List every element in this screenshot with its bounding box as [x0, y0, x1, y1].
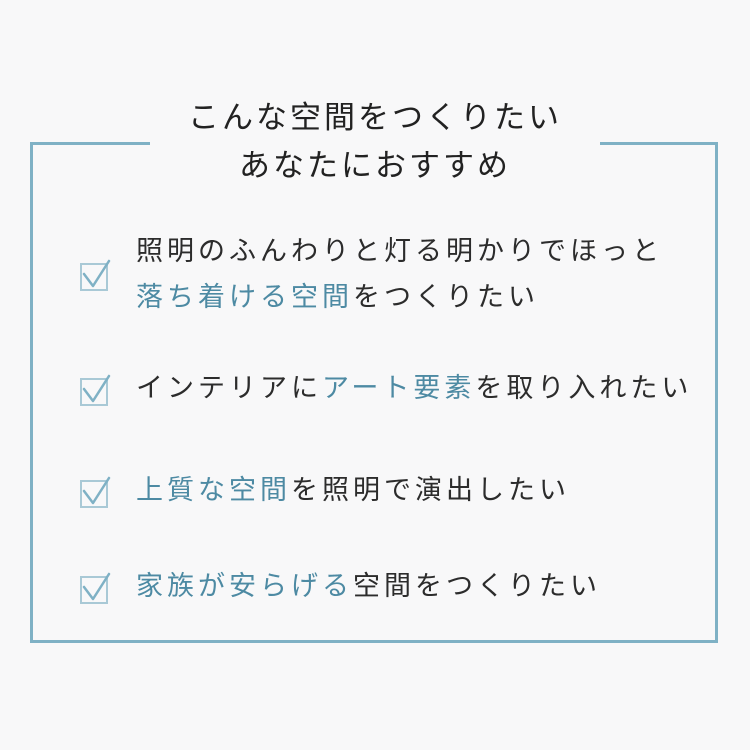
heading-line-2: あなたにおすすめ [239, 148, 511, 184]
item-text: 照明のふんわりと灯る明かりでほっと 落ち着ける空間をつくりたい [136, 229, 716, 321]
item-text: インテリアにアート要素を取り入れたい [136, 366, 716, 412]
item-text: 上質な空間を照明で演出したい [136, 468, 716, 514]
item-post: を取り入れたい [475, 373, 693, 404]
item-post: を照明で演出したい [291, 475, 570, 506]
checkbox-checked-icon [80, 259, 111, 291]
heading: こんな空間をつくりたい あなたにおすすめ [0, 94, 750, 190]
checkbox-checked-icon [80, 572, 111, 604]
heading-line-1: こんな空間をつくりたい [188, 100, 562, 136]
item-text: 家族が安らげる空間をつくりたい [136, 564, 716, 610]
item-line-2: 落ち着ける空間をつくりたい [136, 275, 716, 321]
item-post: 空間をつくりたい [353, 571, 601, 602]
item-rest: をつくりたい [353, 282, 539, 313]
item-highlight: 家族が安らげる [136, 571, 353, 602]
item-highlight: 上質な空間 [136, 475, 291, 506]
title-gap [150, 138, 600, 150]
item-highlight: 落ち着ける空間 [136, 282, 353, 313]
item-highlight: アート要素 [322, 373, 476, 404]
item-pre: インテリアに [136, 373, 322, 404]
item-line-1: 照明のふんわりと灯る明かりでほっと [136, 236, 663, 267]
checkbox-checked-icon [80, 374, 111, 406]
checkbox-checked-icon [80, 476, 111, 508]
